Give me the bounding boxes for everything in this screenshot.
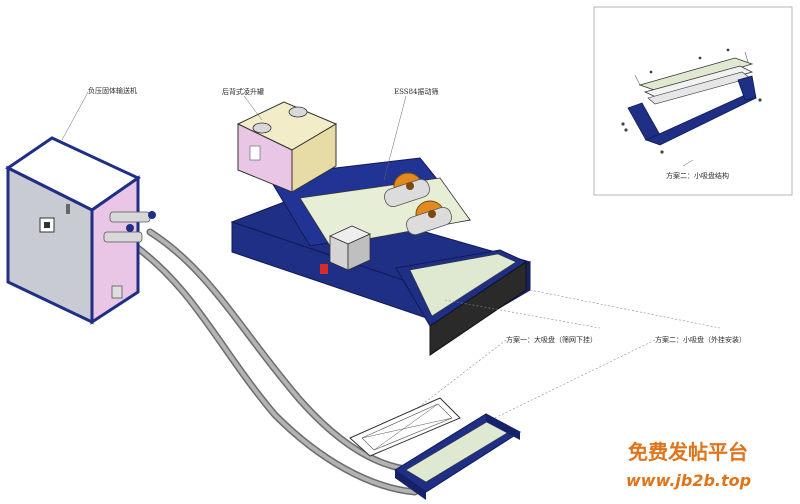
vacuum-unit-label: 负压固体输送机 xyxy=(88,86,137,95)
watermark-line2: www.jb2b.top xyxy=(626,471,751,490)
option-two-label: 方案二：小吸盘（外挂安装） xyxy=(655,335,746,344)
vacuum-transfer-unit: 负压固体输送机 xyxy=(5,86,156,325)
inset-frame: 方案二：小吸盘结构 xyxy=(593,6,793,196)
shaker-label: ESS84振动筛 xyxy=(394,87,439,96)
suction-hoses xyxy=(131,228,424,496)
shale-shaker: 后背式凌升罐 ESS84振动筛 xyxy=(222,87,532,356)
watermark: 免费发帖平台 www.jb2b.top xyxy=(626,440,751,490)
small-suction-tray xyxy=(394,413,521,500)
inset-caption: 方案二：小吸盘结构 xyxy=(666,171,729,180)
option-one-label: 方案一：大吸盘（筛网下挂） xyxy=(506,335,597,344)
large-suction-tray xyxy=(349,397,461,457)
inset-small-tray xyxy=(621,48,762,154)
hopper-label: 后背式凌升罐 xyxy=(222,87,264,96)
watermark-line1: 免费发帖平台 xyxy=(628,440,748,464)
